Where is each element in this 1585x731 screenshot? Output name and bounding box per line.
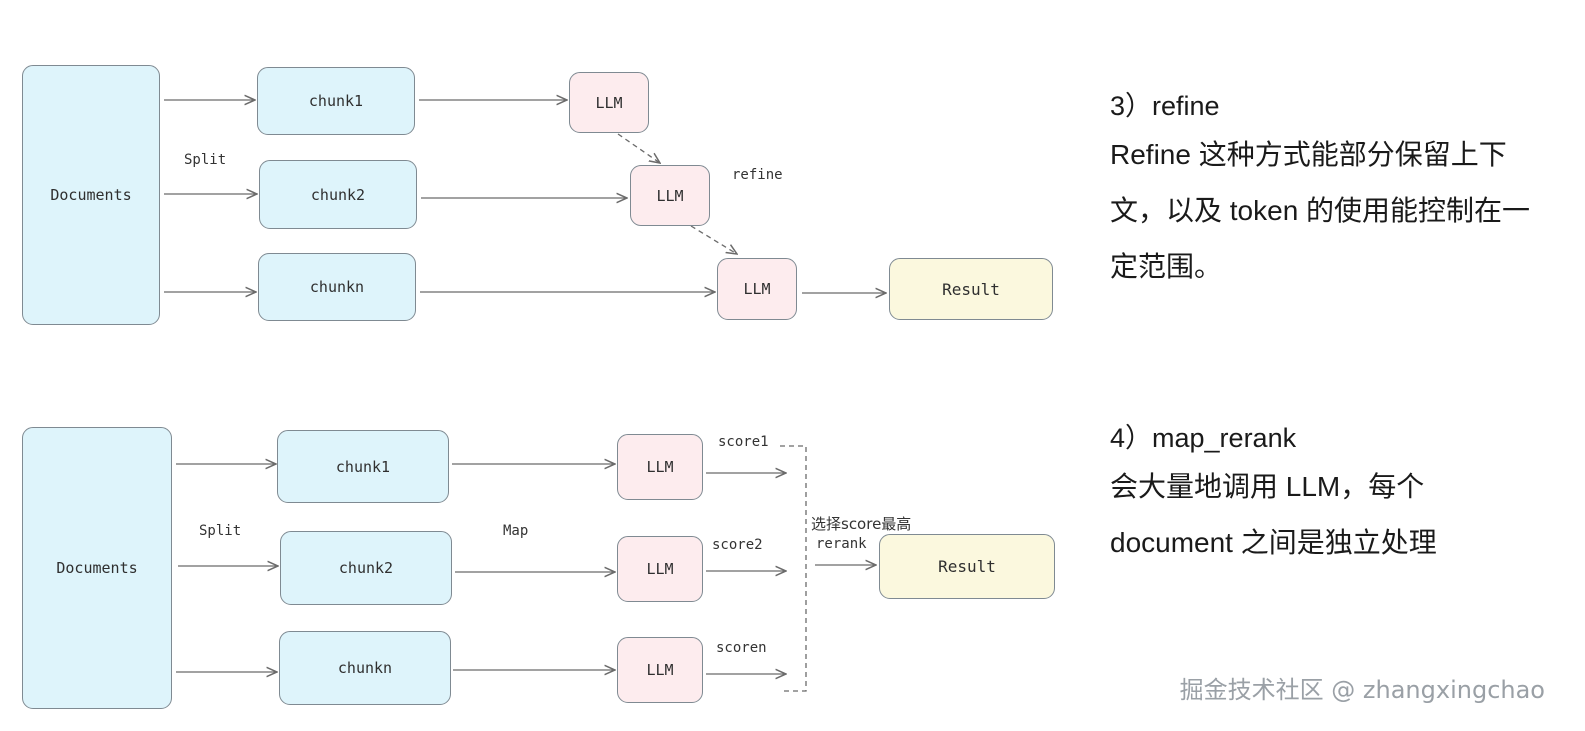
chunk1-label-2: chunk1 bbox=[335, 457, 391, 476]
documents-label: Documents bbox=[50, 186, 132, 204]
result-label: Result bbox=[942, 279, 1000, 299]
chunk1-label: chunk1 bbox=[308, 92, 364, 110]
refine-heading: 3）refine bbox=[1110, 91, 1220, 121]
llm-box-4: LLM bbox=[617, 434, 703, 500]
llm-box-1: LLM bbox=[569, 72, 649, 133]
documents-box: Documents bbox=[22, 65, 160, 325]
chunk2-box: chunk2 bbox=[259, 160, 417, 229]
chunk1-box-2: chunk1 bbox=[277, 430, 449, 503]
llm-box-5: LLM bbox=[617, 536, 703, 602]
map-rerank-description: 会大量地调用 LLM，每个 document 之间是独立处理 bbox=[1110, 471, 1437, 558]
chunk1-box: chunk1 bbox=[257, 67, 415, 135]
llm-box-2: LLM bbox=[630, 165, 710, 226]
score2-label: score2 bbox=[712, 537, 763, 553]
llm-label-1: LLM bbox=[595, 93, 623, 112]
llm-box-6: LLM bbox=[617, 637, 703, 703]
split-label-2: Split bbox=[199, 523, 242, 539]
chunkn-label: chunkn bbox=[309, 278, 365, 296]
llm-label-2: LLM bbox=[656, 186, 684, 205]
chunkn-label-2: chunkn bbox=[337, 659, 393, 677]
refine-label: refine bbox=[732, 167, 783, 183]
chunk2-label-2: chunk2 bbox=[338, 559, 394, 577]
arrow-llm2-llm3-dashed bbox=[690, 225, 737, 254]
result-box-2: Result bbox=[879, 534, 1055, 599]
chunkn-box-2: chunkn bbox=[279, 631, 451, 705]
llm-label-4: LLM bbox=[646, 458, 674, 476]
llm-label-5: LLM bbox=[646, 560, 674, 578]
refine-description: Refine 这种方式能部分保留上下文，以及 token 的使用能控制在一定范围… bbox=[1110, 139, 1531, 282]
llm-label-3: LLM bbox=[743, 280, 771, 298]
result-box: Result bbox=[889, 258, 1053, 320]
chunk2-label: chunk2 bbox=[310, 185, 366, 204]
map-rerank-heading: 4）map_rerank bbox=[1110, 423, 1297, 453]
documents-label-2: Documents bbox=[56, 559, 138, 577]
llm-label-6: LLM bbox=[646, 661, 674, 679]
score1-label: score1 bbox=[718, 434, 769, 450]
documents-box-2: Documents bbox=[22, 427, 172, 709]
watermark: 掘金技术社区 @ zhangxingchao bbox=[1179, 676, 1545, 704]
result-label-2: Result bbox=[938, 557, 996, 576]
map-label: Map bbox=[503, 523, 529, 539]
arrow-llm1-llm2-dashed bbox=[617, 133, 660, 163]
scoren-label: scoren bbox=[716, 640, 767, 656]
score-bracket-dashed bbox=[780, 445, 807, 692]
chunk2-box-2: chunk2 bbox=[280, 531, 452, 605]
select-highest-label: 选择score最高 bbox=[811, 515, 912, 533]
rerank-label: rerank bbox=[816, 536, 867, 552]
llm-box-3: LLM bbox=[717, 258, 797, 320]
split-label: Split bbox=[184, 152, 227, 168]
chunkn-box: chunkn bbox=[258, 253, 416, 321]
